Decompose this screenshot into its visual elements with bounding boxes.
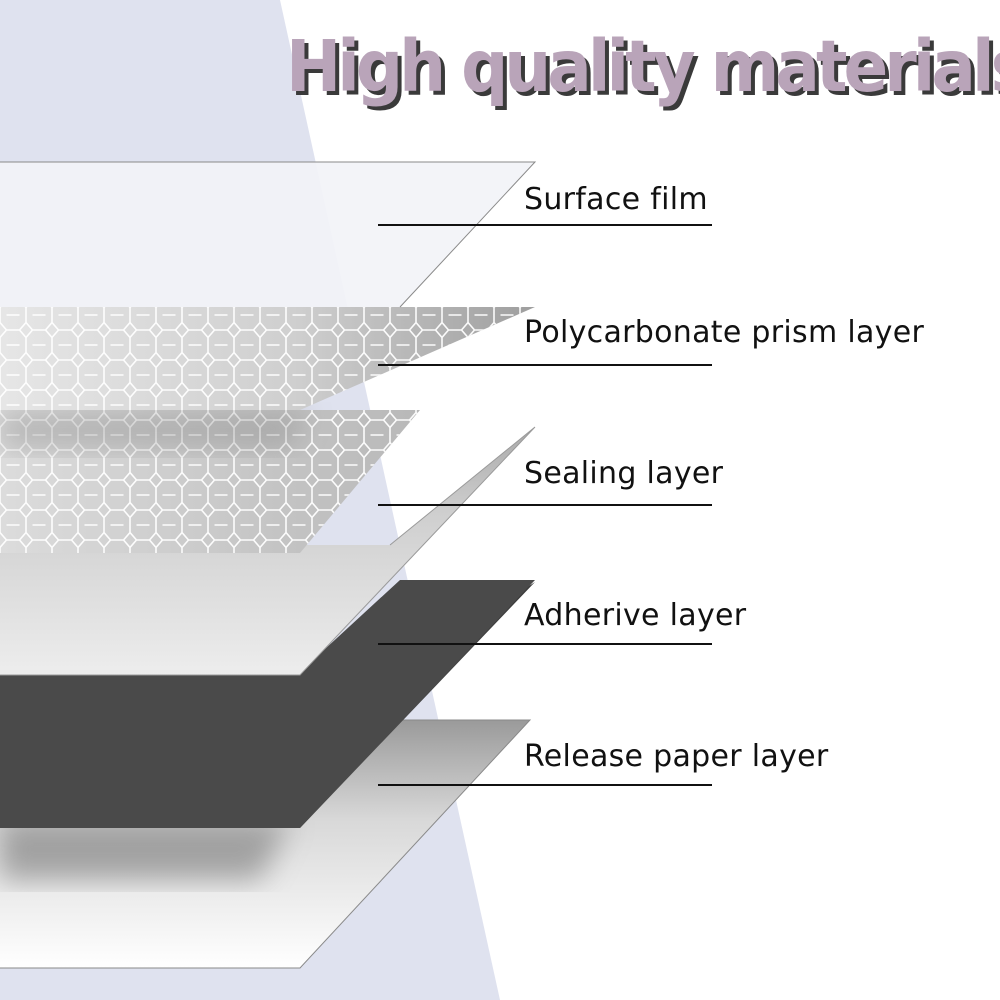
surface-film-label: Surface film: [524, 182, 708, 217]
adhesive-layer-label: Adherive layer: [524, 598, 747, 633]
sealing-layer-leader-line: [378, 504, 712, 506]
surface-film-leader-line: [378, 224, 712, 226]
adhesive-layer-leader-line: [378, 643, 712, 645]
release-paper-layer-label: Release paper layer: [524, 739, 829, 774]
polycarbonate-prism-layer-label: Polycarbonate prism layer: [524, 315, 925, 350]
release-paper-layer-leader-line: [378, 784, 712, 786]
sealing-layer-label: Sealing layer: [524, 456, 724, 491]
surface-film-shape: [0, 161, 537, 308]
page-title-shadow: High quality materials: [290, 29, 1000, 113]
polycarbonate-prism-layer-leader-line: [378, 364, 712, 366]
prism-layer-shape: [0, 307, 535, 410]
page-title: High quality materials: [286, 25, 1000, 109]
